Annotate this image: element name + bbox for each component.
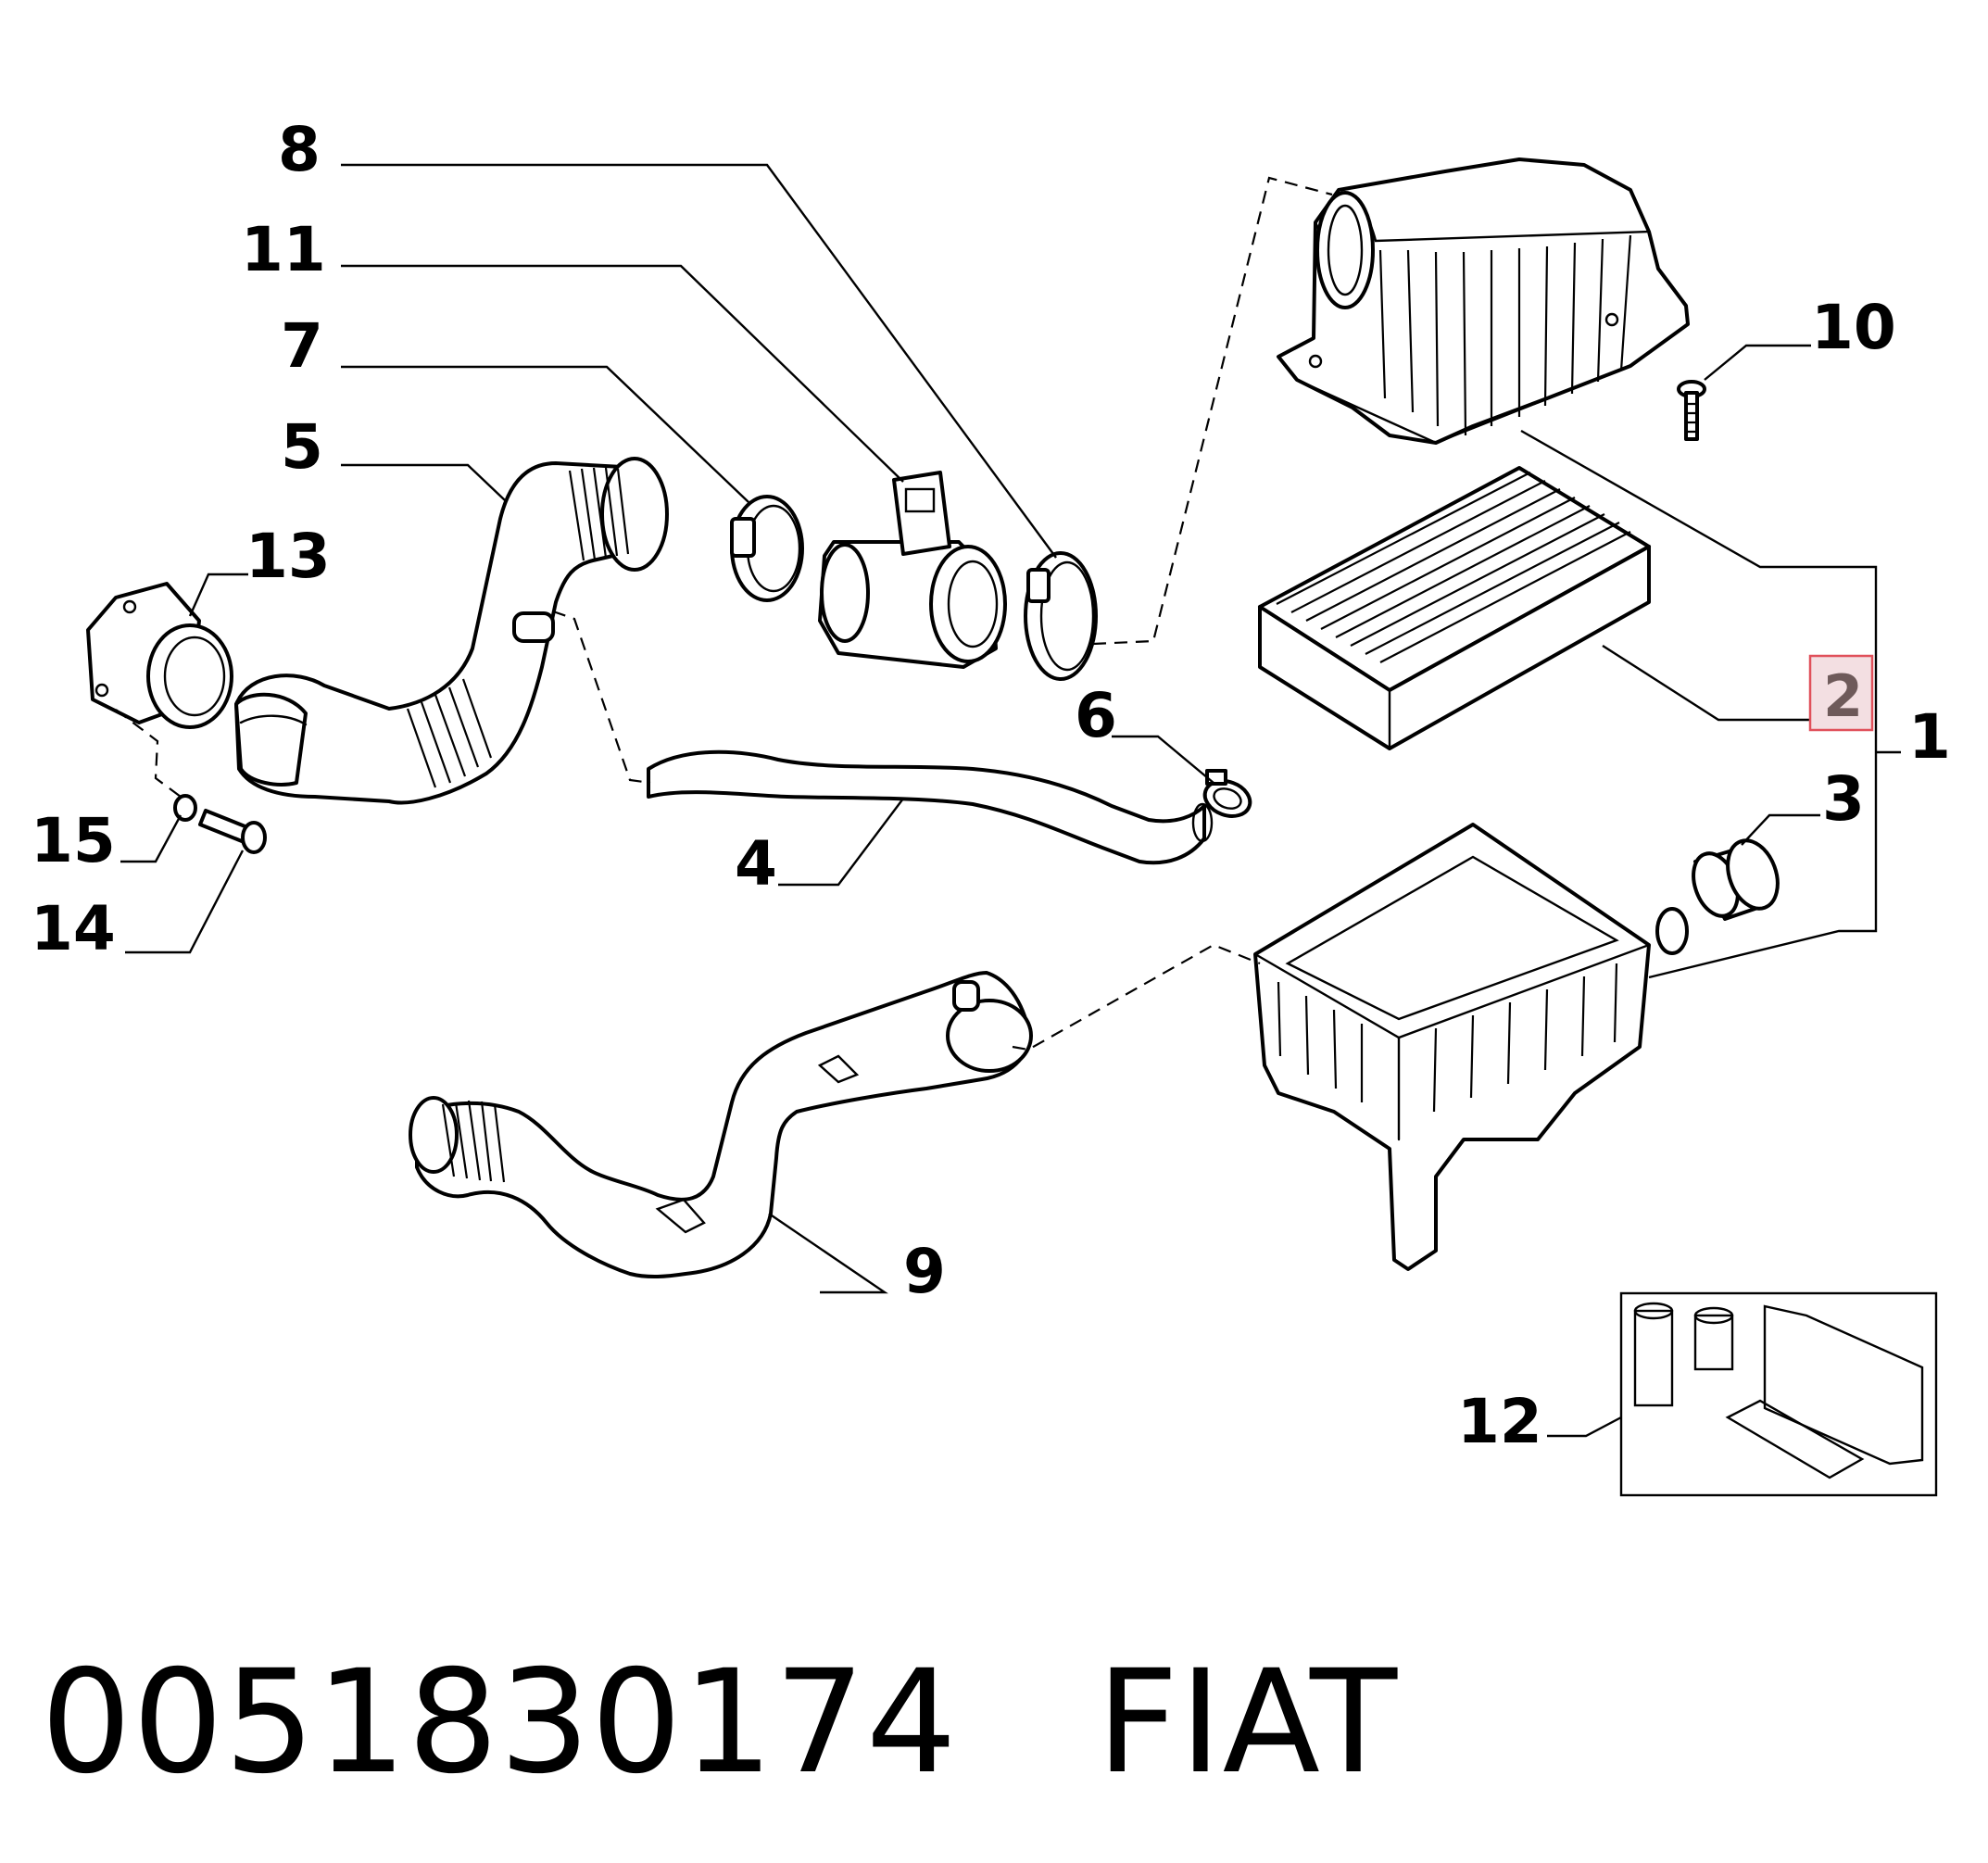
ring-15 (173, 794, 197, 822)
flange-13 (86, 582, 233, 729)
hose-clamp-8 (1024, 551, 1098, 681)
leader-7 (341, 365, 749, 503)
dash-line-13-to-15 (115, 709, 182, 798)
small-hose-4 (647, 749, 1214, 865)
part-number: 0051830174 (41, 1640, 958, 1806)
callout-15: 15 (31, 805, 116, 876)
leader-6 (1112, 735, 1214, 784)
callout-5: 5 (281, 411, 323, 483)
callout-8: 8 (278, 114, 321, 185)
callout-1: 1 (1908, 701, 1951, 773)
leader-3 (1741, 813, 1820, 846)
leader-1-bracket (1520, 429, 1878, 979)
leader-4 (778, 798, 904, 887)
callout-3: 3 (1822, 763, 1865, 835)
leader-9 (768, 1213, 888, 1294)
leader-2 (1602, 644, 1811, 722)
hose-clamp-7 (730, 495, 804, 602)
dash-line-8-to-cover (1092, 176, 1333, 646)
intake-hose-5 (234, 457, 669, 805)
air-duct-9 (409, 971, 1033, 1278)
callout-10: 10 (1811, 292, 1896, 363)
leader-11 (341, 264, 904, 483)
dash-line-9-to-box (1012, 943, 1261, 1051)
air-box-cover (1277, 157, 1690, 445)
callout-2-highlight-box (1808, 654, 1874, 732)
callout-7: 7 (281, 310, 323, 382)
air-filter-element (1258, 466, 1651, 750)
callout-2: 2 (1823, 662, 1863, 730)
callout-12: 12 (1457, 1386, 1542, 1457)
leader-5 (341, 463, 506, 501)
callout-4: 4 (735, 828, 777, 900)
screw-10 (1677, 380, 1706, 441)
leader-8 (341, 163, 1057, 559)
air-mass-meter-11 (818, 471, 1007, 669)
leader-13 (188, 573, 248, 617)
dash-line-5-to-4 (552, 610, 651, 785)
air-box-lower (1253, 823, 1689, 1271)
rubber-sleeve-3 (1692, 838, 1780, 921)
filter-kit-12 (1619, 1291, 1938, 1497)
callout-13: 13 (245, 521, 331, 592)
brand-name: FIAT (1096, 1640, 1399, 1806)
callout-9: 9 (903, 1236, 946, 1307)
bolt-14 (198, 809, 267, 854)
leader-12 (1547, 1416, 1622, 1438)
leader-10 (1704, 344, 1811, 381)
callout-14: 14 (31, 893, 116, 964)
callout-11: 11 (241, 214, 326, 285)
leader-15 (120, 814, 182, 863)
leader-14 (125, 850, 245, 954)
callout-6: 6 (1075, 680, 1117, 751)
part-number-footer: 0051830174 FIAT (41, 1640, 1398, 1806)
